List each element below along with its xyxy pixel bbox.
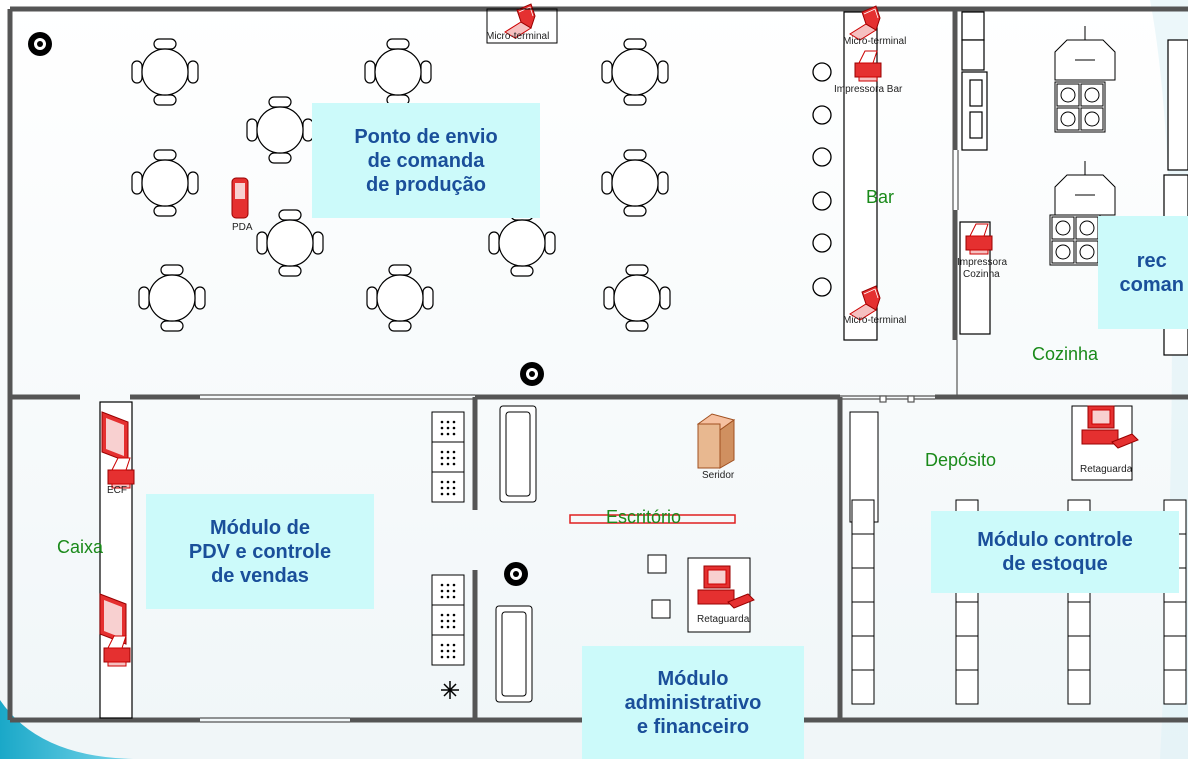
device-label-impressora-cozinha: Cozinha <box>963 269 1000 280</box>
device-label-micro-terminal: Micro-terminal <box>486 31 550 42</box>
stove-icon <box>1049 214 1101 266</box>
callout-admin: Módulo administrativo e financeiro <box>582 646 804 759</box>
device-label-ecf: ECF <box>107 485 127 496</box>
server-icon <box>696 413 736 469</box>
device-label-micro-terminal: Micro-terminal <box>843 315 907 326</box>
walls <box>7 6 1188 723</box>
chair <box>647 554 667 574</box>
shelf <box>851 499 875 705</box>
device-label-retaguarda: Retaguarda <box>1080 464 1133 475</box>
stool <box>812 233 832 253</box>
room-label-caixa: Caixa <box>57 537 104 557</box>
desk-outline <box>569 514 736 524</box>
room-label-deposito: Depósito <box>925 450 997 470</box>
monitor-icon <box>99 593 127 645</box>
room-label-escritorio: Escritório <box>606 507 682 527</box>
room-label-cozinha: Cozinha <box>1032 344 1099 364</box>
micro-terminal-box <box>486 8 558 44</box>
device-label-pda: PDA <box>232 222 253 233</box>
room-label-bar: Bar <box>866 187 895 207</box>
callout-producao: Ponto de envio de comanda de produção <box>312 103 540 218</box>
stove-icon <box>1054 81 1106 133</box>
device-label-micro-terminal: Micro-terminal <box>843 36 907 47</box>
asterisk-plant-icon <box>441 681 459 699</box>
callout-estoque: Módulo controle de estoque <box>931 511 1179 593</box>
device-label-impressora-cozinha: Impressora <box>957 257 1008 268</box>
stool <box>812 62 832 82</box>
cabinet <box>431 574 465 666</box>
sofa <box>495 605 533 703</box>
callout-recepcao: rec coman <box>1098 216 1188 329</box>
stool <box>812 105 832 125</box>
corner-swoosh <box>0 700 140 759</box>
plant-icon <box>28 32 52 56</box>
stool <box>812 147 832 167</box>
device-label-servidor: Seridor <box>702 470 735 481</box>
device-label-impressora-bar: Impressora Bar <box>834 84 903 95</box>
sofa <box>499 405 537 503</box>
callout-pdv: Módulo de PDV e controle de vendas <box>146 494 374 609</box>
cabinet <box>431 411 465 503</box>
stool <box>812 277 832 297</box>
plant-icon <box>520 362 544 386</box>
stool <box>812 191 832 211</box>
monitor-icon <box>101 411 129 463</box>
device-label-retaguarda: Retaguarda <box>697 614 750 625</box>
pda-icon <box>231 177 249 219</box>
chair <box>651 599 671 619</box>
plant-icon <box>504 562 528 586</box>
wall-thin <box>200 150 959 723</box>
